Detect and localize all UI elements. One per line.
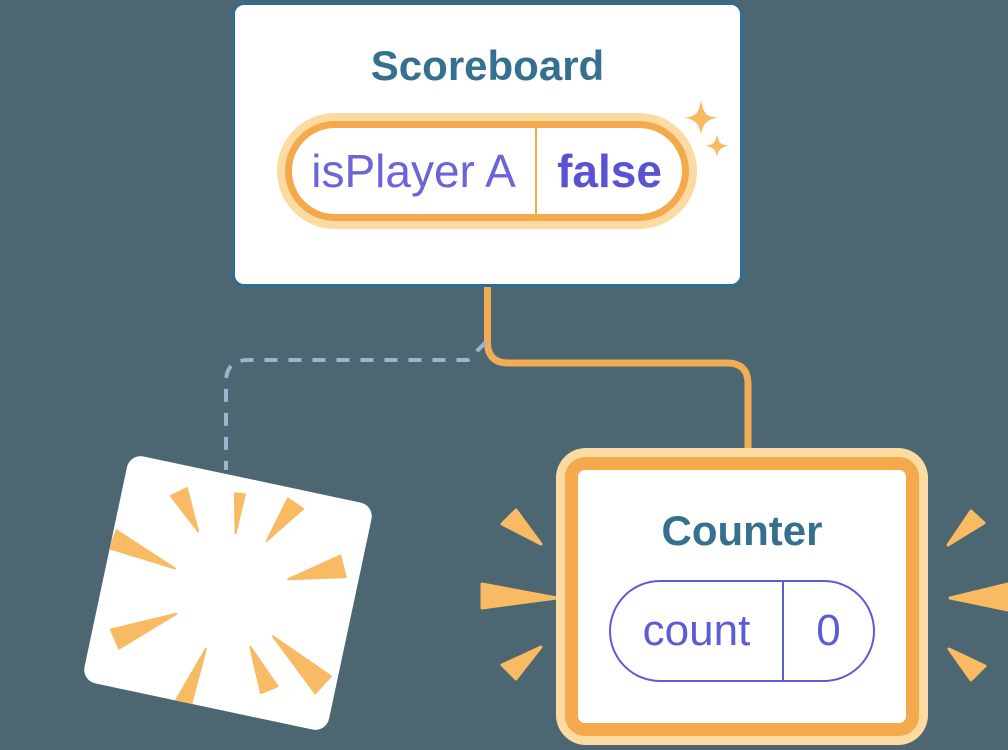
destroyed-card — [81, 453, 375, 733]
connector-dashed-line — [224, 340, 488, 470]
count-key-label: count — [642, 606, 751, 655]
explosion-burst-icon — [108, 487, 347, 709]
count-value-label: 0 — [816, 606, 841, 655]
burst-right-icon — [946, 509, 1008, 682]
pill-divider — [535, 128, 537, 214]
state-key-label: isPlayer A — [311, 145, 516, 197]
counter-state-pill: count 0 — [609, 580, 875, 682]
connector-solid-line — [484, 283, 752, 455]
pill-divider — [782, 582, 784, 680]
burst-left-icon — [480, 508, 559, 681]
scoreboard-title: Scoreboard — [370, 42, 605, 89]
scoreboard-state-pill: isPlayer A false — [277, 113, 697, 229]
counter-title: Counter — [661, 507, 823, 554]
scoreboard-card: Scoreboard isPlayer A false — [232, 2, 743, 287]
counter-card: Counter count 0 — [556, 448, 928, 745]
state-value-label: false — [557, 145, 662, 197]
